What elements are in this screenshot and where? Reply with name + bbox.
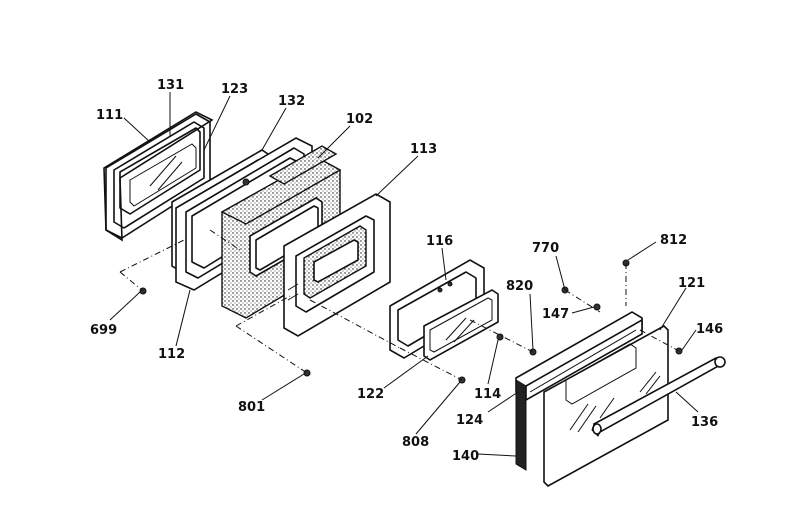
callout-121: 121 <box>678 276 705 291</box>
callout-131: 131 <box>157 78 184 93</box>
callout-113: 113 <box>410 142 437 157</box>
callout-112: 112 <box>158 347 185 362</box>
callout-122: 122 <box>357 387 384 402</box>
callout-132: 132 <box>278 94 305 109</box>
leader-lines <box>109 92 699 457</box>
callout-812: 812 <box>660 233 687 248</box>
callout-820: 820 <box>506 279 533 294</box>
callout-770: 770 <box>532 241 559 256</box>
callout-146: 146 <box>696 322 723 337</box>
part-131-window-gasket <box>119 127 201 215</box>
callout-136: 136 <box>691 415 718 430</box>
callout-808: 808 <box>402 435 429 450</box>
screw-801 <box>303 369 311 377</box>
assembly-lines <box>119 229 680 381</box>
screw-114 <box>496 333 504 341</box>
part-121-outer-glass <box>543 325 669 487</box>
callout-116: 116 <box>426 234 453 249</box>
callout-147: 147 <box>542 307 569 322</box>
part-122-glass-pane <box>423 289 499 361</box>
callout-114: 114 <box>474 387 501 402</box>
callout-124: 124 <box>456 413 483 428</box>
callout-111: 111 <box>96 108 123 123</box>
part-124-outer-door-frame <box>515 311 643 471</box>
callout-102: 102 <box>346 112 373 127</box>
callout-123: 123 <box>221 82 248 97</box>
part-136-door-handle <box>591 356 726 437</box>
callouts: 111 131 123 132 102 113 116 770 812 820 … <box>90 78 723 464</box>
callout-801: 801 <box>238 400 265 415</box>
callout-699: 699 <box>90 323 117 338</box>
callout-140: 140 <box>452 449 479 464</box>
